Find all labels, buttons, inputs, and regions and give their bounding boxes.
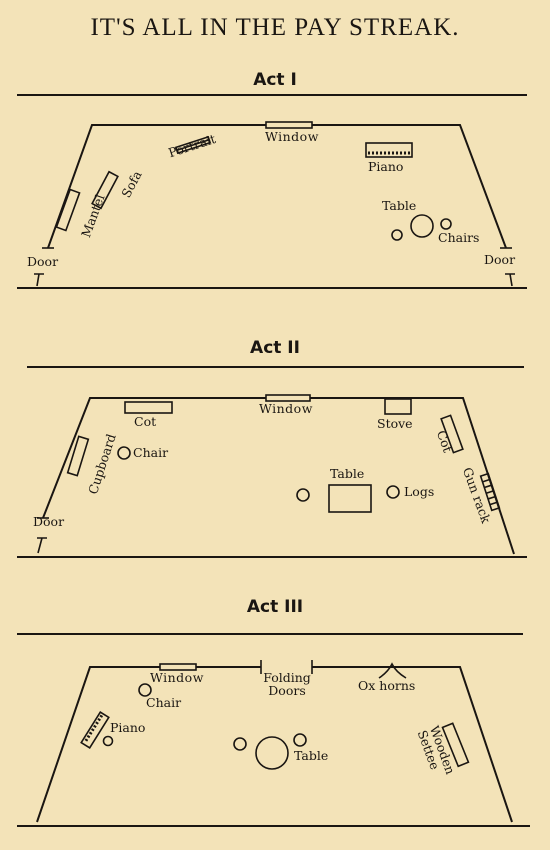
act3-table-label: Table (294, 748, 329, 763)
act1-sofa (91, 170, 119, 210)
act1-door-left-post (34, 273, 44, 287)
act3-chair (102, 735, 114, 747)
act2-chair (117, 446, 131, 460)
act3-ox-horns (378, 662, 407, 679)
act3-ox-horns-label: Ox horns (358, 678, 416, 693)
act3-chair (138, 683, 152, 697)
act2-window-label: Window (259, 401, 313, 416)
act3-piano-label: Piano (110, 720, 146, 735)
act3-chair (293, 733, 307, 747)
act1-portrait (174, 135, 212, 155)
act2-window (265, 394, 311, 402)
act2-door-post (37, 537, 47, 554)
act2-cot-left (124, 401, 173, 414)
act2-heading: Act II (250, 338, 300, 358)
act2-chair (296, 488, 310, 502)
act3-folding-doors-label: Folding Doors (263, 670, 311, 699)
act2-table-label: Table (330, 466, 365, 481)
act2-gun-rack (479, 472, 501, 512)
page-title: IT'S ALL IN THE PAY STREAK. (90, 14, 460, 41)
act3-folding-doors-opening (261, 661, 312, 673)
act1-window (265, 121, 313, 129)
act1-door-right-post (505, 273, 515, 287)
act2-chair-label: Chair (133, 445, 169, 460)
act2-cupboard (66, 435, 90, 477)
act3-wooden-settee (441, 722, 470, 768)
act3-window-label: Window (150, 670, 204, 685)
act2-logs-label: Logs (404, 484, 435, 499)
act1-chair (391, 229, 403, 241)
act2-logs-marker (386, 485, 400, 499)
act1-table-label: Table (382, 198, 417, 213)
act1-door-right-label: Door (484, 252, 516, 267)
act1-piano-label: Piano (368, 159, 404, 174)
act1-table (410, 214, 434, 238)
act1-heading: Act I (253, 70, 297, 90)
act1-window-label: Window (265, 129, 319, 144)
act2-door-label: Door (33, 514, 65, 529)
act2-stove-label: Stove (377, 416, 413, 431)
act3-piano (80, 710, 110, 750)
act3-heading: Act III (246, 597, 304, 617)
act2-cot-right (440, 414, 464, 454)
act3-window (159, 663, 197, 671)
act2-stove (384, 398, 412, 415)
act1-mantel (55, 188, 81, 232)
act1-door-left-label: Door (27, 254, 59, 269)
act3-table (255, 736, 289, 770)
act2-table (328, 484, 372, 513)
act3-chair (233, 737, 247, 751)
act2-cot-left-label: Cot (134, 414, 157, 429)
act1-chair (440, 218, 452, 230)
act3-chair-label: Chair (146, 695, 182, 710)
act1-piano (365, 142, 413, 158)
act2-stage-outline (42, 397, 515, 555)
act1-chairs-label: Chairs (438, 230, 480, 245)
